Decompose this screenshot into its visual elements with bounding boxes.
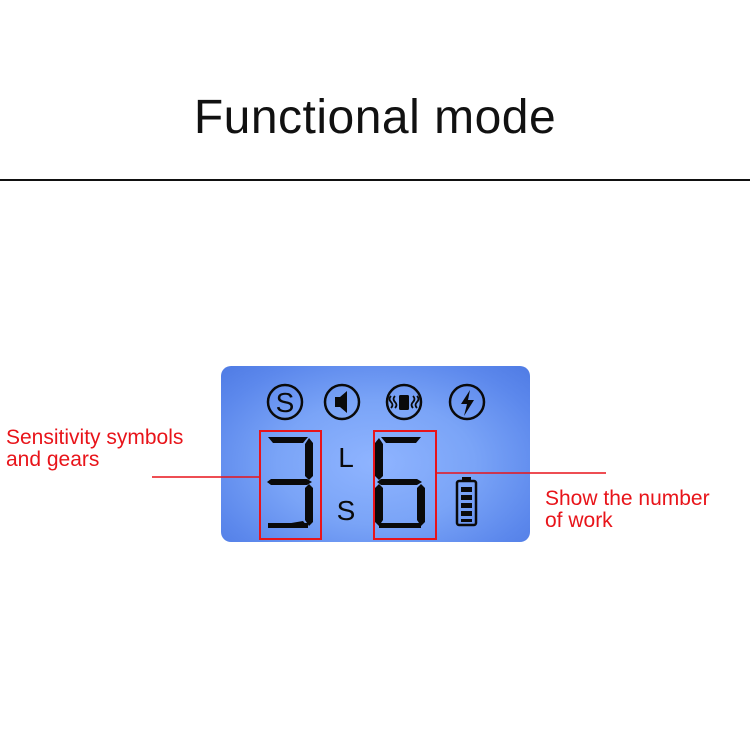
work-count-callout-line2: of work bbox=[545, 509, 613, 532]
right-digit bbox=[375, 437, 425, 528]
gear-label-l: L bbox=[338, 442, 354, 473]
battery-icon bbox=[455, 477, 478, 527]
speaker-icon bbox=[323, 383, 361, 421]
sensitivity-icon-letter: S bbox=[276, 387, 295, 418]
work-count-callout: Show the number of work bbox=[545, 488, 710, 532]
sensitivity-callout-line1: Sensitivity symbols bbox=[6, 426, 184, 449]
page-title: Functional mode bbox=[193, 91, 557, 144]
vibration-icon bbox=[385, 383, 423, 421]
left-digit bbox=[267, 437, 313, 528]
lightning-icon bbox=[448, 383, 486, 421]
gear-label-s: S bbox=[337, 495, 356, 526]
lcd-graphics: S L S bbox=[266, 383, 486, 528]
lcd-display: S L S bbox=[221, 366, 530, 542]
title-divider bbox=[0, 179, 750, 181]
sensitivity-icon: S bbox=[266, 383, 304, 421]
sensitivity-callout-line2: and gears bbox=[6, 448, 100, 471]
sensitivity-callout: Sensitivity symbols and gears bbox=[6, 427, 183, 471]
work-count-callout-line1: Show the number bbox=[545, 487, 710, 510]
